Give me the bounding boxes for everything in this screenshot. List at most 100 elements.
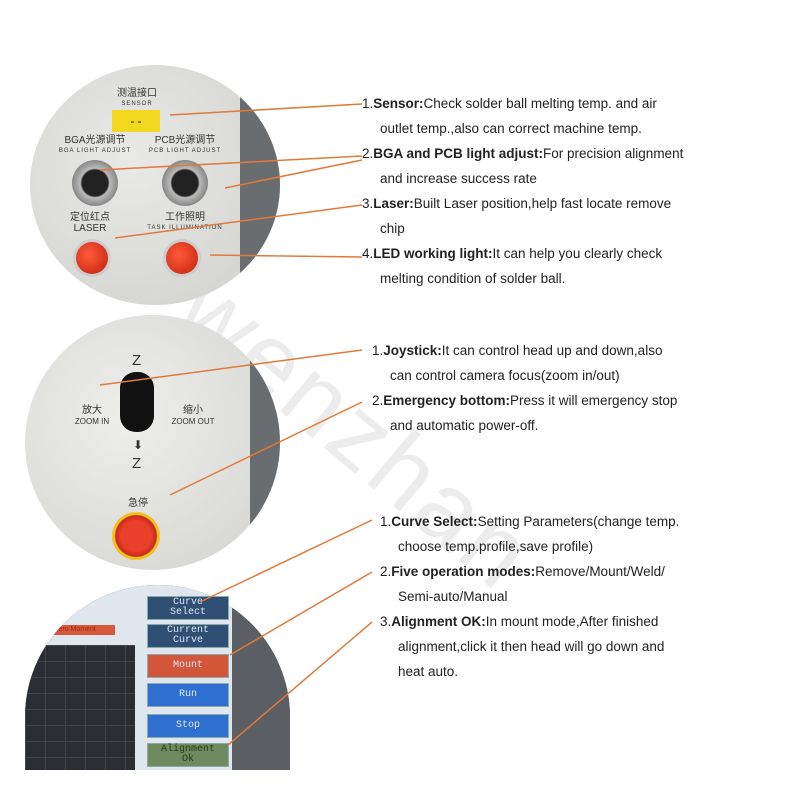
button-label-2: Select bbox=[169, 607, 206, 618]
note-number: 3. bbox=[362, 196, 374, 211]
note-item: 1.Joystick:It can control head up and do… bbox=[372, 338, 677, 388]
note-number: 4. bbox=[362, 246, 374, 261]
screen-button-mount[interactable]: Mount bbox=[147, 654, 229, 678]
note-line: 2.Five operation modes:Remove/Mount/Weld… bbox=[380, 559, 679, 584]
callout-line bbox=[169, 401, 363, 496]
note-line: 1.Curve Select:Setting Parameters(change… bbox=[380, 509, 679, 534]
screen-button-run[interactable]: Run bbox=[147, 683, 229, 707]
note-title: BGA and PCB light adjust: bbox=[373, 146, 544, 161]
callout-line bbox=[209, 254, 363, 258]
note-line: 2.BGA and PCB light adjust:For precision… bbox=[362, 141, 683, 166]
note-continuation: heat auto. bbox=[398, 664, 459, 679]
note-line: 3.Laser:Built Laser position,help fast l… bbox=[362, 191, 683, 216]
bga-label-cn: BGA光源调节 bbox=[64, 135, 126, 146]
note-item: 2.Emergency bottom:Press it will emergen… bbox=[372, 388, 677, 438]
note-continuation: Semi-auto/Manual bbox=[398, 589, 508, 604]
laser-label-cn: 定位红点 bbox=[70, 212, 110, 223]
note-title: Emergency bottom: bbox=[383, 393, 511, 408]
note-item: 1.Curve Select:Setting Parameters(change… bbox=[380, 509, 679, 559]
task-label-cn: 工作照明 bbox=[165, 212, 205, 223]
note-item: heat auto. bbox=[380, 659, 679, 684]
callout-line bbox=[199, 519, 373, 603]
z-down-label: Z bbox=[132, 455, 142, 472]
note-line: 1.Joystick:It can control head up and do… bbox=[372, 338, 677, 363]
note-number: 1. bbox=[362, 96, 374, 111]
button-label-2: Curve bbox=[172, 635, 203, 646]
callout-line bbox=[169, 103, 363, 116]
mode-indicator: Zero Moment bbox=[35, 625, 115, 635]
note-text: Setting Parameters(change temp. bbox=[477, 514, 680, 529]
button-label: Alignment bbox=[160, 744, 215, 755]
note-text: It can control head up and down,also bbox=[441, 343, 663, 358]
note-number: 3. bbox=[380, 614, 392, 629]
screen-time: 09:28 bbox=[60, 597, 83, 607]
zoom-in-en: ZOOM IN bbox=[74, 417, 110, 426]
bga-label-en: BGA LIGHT ADJUST bbox=[58, 148, 132, 154]
callout-line bbox=[224, 159, 363, 189]
down-arrow-icon: ⬇ bbox=[133, 438, 144, 452]
button-label: Curve bbox=[172, 597, 203, 608]
note-continuation: chip bbox=[380, 221, 405, 236]
note-item: 1.Sensor:Check solder ball melting temp.… bbox=[362, 91, 683, 141]
panel-edge bbox=[240, 65, 280, 305]
panel-edge bbox=[250, 315, 280, 570]
notes-panel-1: 1.Sensor:Check solder ball melting temp.… bbox=[362, 91, 683, 291]
note-number: 2. bbox=[362, 146, 374, 161]
screen-left: 09:28 Zero Moment bbox=[25, 585, 145, 770]
estop-label: 急停 bbox=[128, 498, 148, 509]
note-line: 4.LED working light:It can help you clea… bbox=[362, 241, 683, 266]
note-number: 2. bbox=[380, 564, 392, 579]
button-label: Mount bbox=[172, 660, 203, 671]
sensor-port: - - bbox=[112, 110, 160, 132]
note-title: LED working light: bbox=[373, 246, 493, 261]
bga-light-knob[interactable] bbox=[72, 160, 118, 206]
note-line: 1.Sensor:Check solder ball melting temp.… bbox=[362, 91, 683, 116]
note-line: 3.Alignment OK:In mount mode,After finis… bbox=[380, 609, 679, 634]
button-label: Stop bbox=[175, 720, 200, 731]
note-text: In mount mode,After finished bbox=[485, 614, 659, 629]
note-text: Remove/Mount/Weld/ bbox=[535, 564, 665, 579]
sensor-label-en: SENSOR bbox=[121, 101, 153, 107]
callout-line bbox=[227, 621, 373, 746]
button-label: Current bbox=[166, 625, 209, 636]
note-text: Check solder ball melting temp. and air bbox=[423, 96, 657, 111]
note-item: 4.LED working light:It can help you clea… bbox=[362, 241, 683, 291]
note-item: 2.Five operation modes:Remove/Mount/Weld… bbox=[380, 559, 679, 609]
notes-panel-2: 1.Joystick:It can control head up and do… bbox=[372, 338, 677, 438]
button-label-2: Ok bbox=[181, 754, 194, 765]
screen-bezel bbox=[232, 585, 290, 770]
note-title: Laser: bbox=[373, 196, 414, 211]
emergency-stop-button[interactable] bbox=[112, 512, 160, 560]
button-label: Run bbox=[178, 689, 197, 700]
screen-button-stop[interactable]: Stop bbox=[147, 714, 229, 738]
pcb-label-en: PCB LIGHT ADJUST bbox=[148, 148, 222, 154]
note-title: Alignment OK: bbox=[391, 614, 486, 629]
note-title: Five operation modes: bbox=[391, 564, 536, 579]
bga-light-label: BGA光源调节 BGA LIGHT ADJUST bbox=[55, 135, 135, 157]
note-number: 2. bbox=[372, 393, 384, 408]
note-text: Press it will emergency stop bbox=[510, 393, 678, 408]
note-title: Joystick: bbox=[383, 343, 442, 358]
pcb-light-knob[interactable] bbox=[162, 160, 208, 206]
note-continuation: and increase success rate bbox=[380, 171, 537, 186]
pcb-label-cn: PCB光源调节 bbox=[154, 135, 216, 146]
laser-button[interactable] bbox=[76, 242, 108, 274]
callout-line bbox=[229, 571, 373, 656]
note-number: 1. bbox=[380, 514, 392, 529]
note-title: Sensor: bbox=[373, 96, 424, 111]
note-text: Built Laser position,help fast locate re… bbox=[413, 196, 672, 211]
note-continuation: can control camera focus(zoom in/out) bbox=[390, 368, 620, 383]
note-continuation: melting condition of solder ball. bbox=[380, 271, 566, 286]
z-up-label: Z bbox=[132, 352, 142, 369]
led-light-button[interactable] bbox=[166, 242, 198, 274]
note-continuation: choose temp.profile,save profile) bbox=[398, 539, 594, 554]
note-item: 3.Alignment OK:In mount mode,After finis… bbox=[380, 609, 679, 659]
